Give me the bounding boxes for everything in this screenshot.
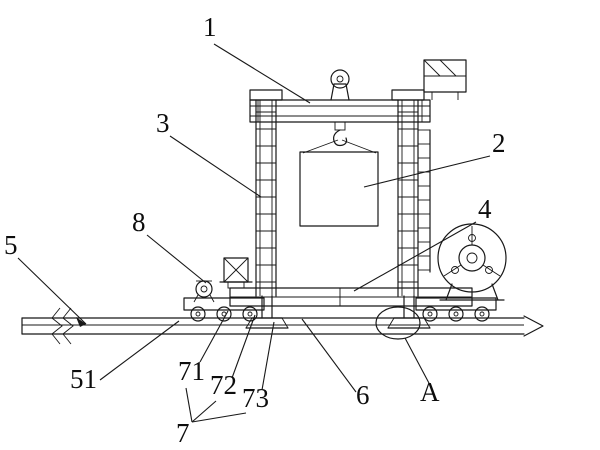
labels: 1 2 3 4 5 51 6 7 71 72 73 8 A: [4, 12, 506, 448]
label-3: 3: [156, 108, 170, 138]
label-A: A: [420, 377, 440, 407]
right-column-cap: [391, 89, 425, 101]
rail-break-symbol: [51, 307, 63, 345]
right-column: [397, 99, 419, 297]
gantry-frame: [249, 59, 467, 297]
hook: [333, 129, 348, 147]
sling-right: [341, 139, 377, 154]
base-carriage: [183, 257, 497, 329]
top-beam: [249, 99, 431, 123]
left-support-foot: [245, 295, 289, 329]
label-71: 71: [178, 356, 205, 386]
label-4: 4: [478, 194, 492, 224]
left-column-cap: [249, 89, 283, 101]
sling-left: [302, 139, 339, 154]
pulley-bracket: [330, 83, 350, 101]
label-72: 72: [210, 370, 237, 400]
rail: [21, 307, 544, 345]
label-73: 73: [242, 383, 269, 413]
label-2: 2: [492, 128, 506, 158]
shackle: [334, 121, 346, 131]
label-5: 5: [4, 230, 18, 260]
suspended-load: [299, 151, 379, 227]
label-7: 7: [176, 418, 190, 448]
detail-circle-A: [375, 306, 421, 340]
rail-direction-arrow: [523, 315, 544, 337]
label-6: 6: [356, 380, 370, 410]
label-1: 1: [203, 12, 217, 42]
hoist-pulley: [330, 69, 350, 89]
drive-motor: [219, 257, 253, 289]
leader-lines: [17, 43, 491, 423]
left-wheel-bogie: [183, 297, 265, 322]
guide-pulley: [193, 280, 215, 303]
hoist-and-load: [299, 69, 379, 227]
electrical-cabinet: [423, 59, 467, 100]
left-column: [255, 99, 277, 297]
right-wheel-bogie: [415, 297, 497, 322]
label-8: 8: [132, 207, 146, 237]
leader-arrow-5: [76, 317, 86, 327]
ladder-rack: [418, 129, 431, 273]
label-51: 51: [70, 364, 97, 394]
